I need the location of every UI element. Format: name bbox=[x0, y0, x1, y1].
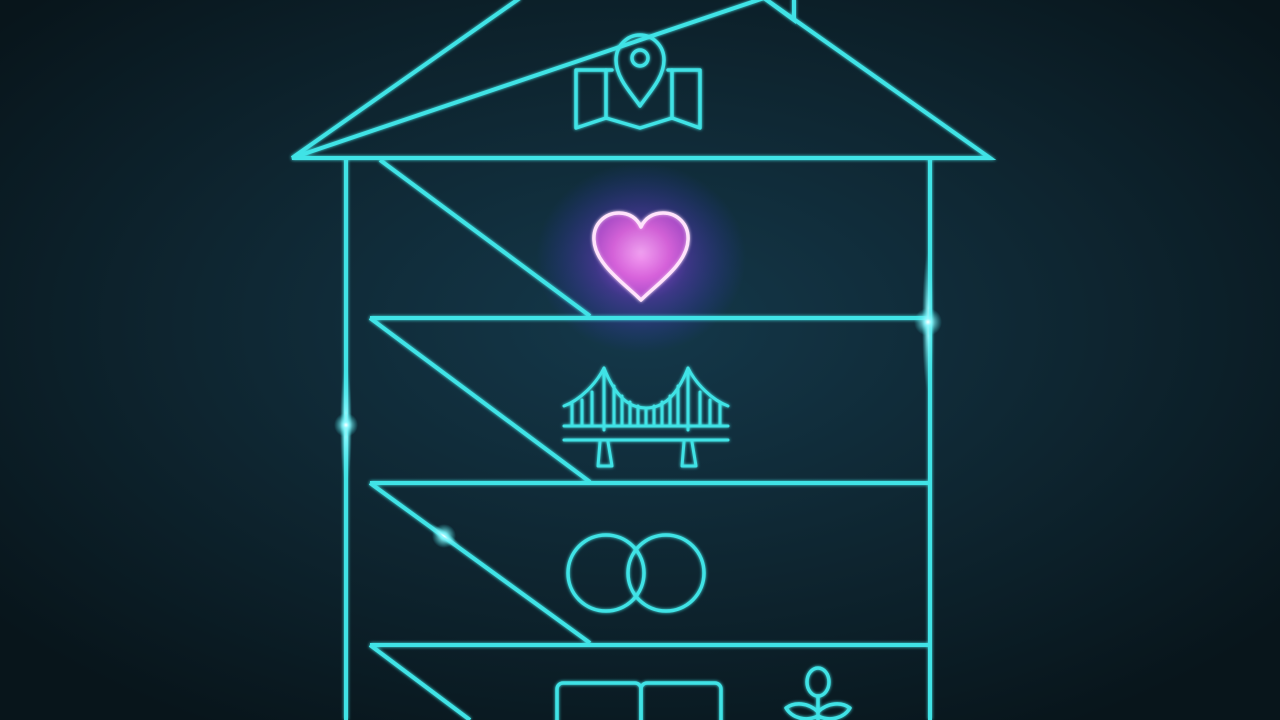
light-sparks bbox=[334, 252, 942, 549]
chimney bbox=[763, 0, 796, 24]
floor-1-ramp bbox=[378, 158, 592, 318]
heart-icon bbox=[592, 211, 690, 302]
map-pin-icon bbox=[574, 33, 702, 130]
floor-2-ramp bbox=[368, 316, 592, 484]
bridge-icon bbox=[562, 366, 730, 468]
floor-4-ramp bbox=[368, 643, 472, 720]
book-icon bbox=[555, 681, 723, 720]
roof bbox=[290, 0, 997, 160]
rings-icon bbox=[566, 533, 706, 613]
sprout-icon bbox=[784, 666, 852, 720]
floor-3-ramp bbox=[368, 481, 592, 645]
